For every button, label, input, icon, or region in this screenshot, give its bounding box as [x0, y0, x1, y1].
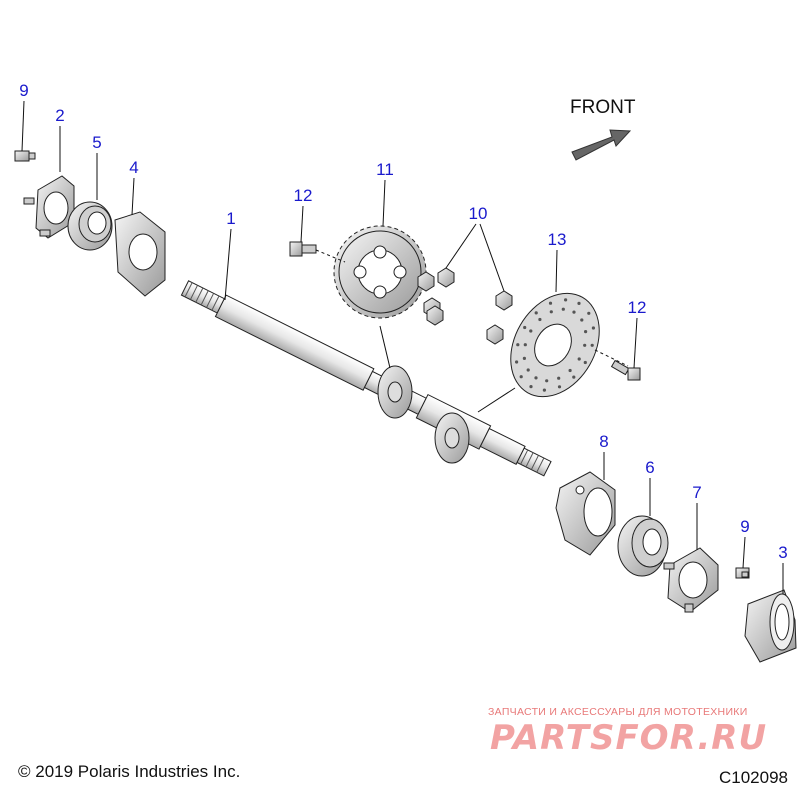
disc-hole — [522, 356, 527, 360]
callout-13: 13 — [548, 230, 567, 249]
disc-hole — [534, 311, 538, 315]
disc-hole — [583, 360, 587, 365]
callout-9-right: 9 — [740, 517, 749, 536]
disc-hole — [549, 310, 553, 314]
callout-3: 3 — [778, 543, 787, 562]
callout-1: 1 — [226, 209, 235, 228]
disc-hole — [538, 317, 542, 322]
brake-disc — [510, 292, 600, 398]
copyright-text: © 2019 Polaris Industries Inc. — [18, 762, 241, 781]
bolt-9-right — [735, 567, 750, 579]
watermark-logo: PARTSFOR.RU — [490, 718, 768, 758]
callout-4: 4 — [129, 158, 138, 177]
disc-hole — [526, 368, 530, 372]
disc-hole — [523, 325, 527, 330]
disc-hole — [557, 385, 562, 389]
callout-12-sprocket: 12 — [294, 186, 313, 205]
bearing-housing-right — [555, 471, 616, 556]
disc-hole — [580, 318, 584, 322]
disc-hole — [545, 379, 549, 383]
disc-hole — [561, 307, 565, 311]
sprocket — [333, 225, 427, 319]
disc-hole — [584, 330, 588, 334]
callout-2: 2 — [55, 106, 64, 125]
disc-hole — [523, 343, 527, 347]
front-label: FRONT — [570, 97, 636, 118]
callouts: 9 2 5 4 1 12 11 10 13 12 8 6 7 9 3 — [19, 81, 787, 562]
spacer-sleeve — [744, 589, 797, 663]
disc-hole — [516, 343, 520, 347]
bearing-right — [617, 515, 669, 577]
callout-11: 11 — [376, 160, 394, 179]
disc-hole — [572, 310, 576, 314]
leader-lines — [21, 100, 784, 594]
disc-hole — [590, 343, 594, 347]
disc-hole — [583, 343, 587, 347]
retainer-plate-left — [23, 175, 75, 239]
disc-hole — [577, 301, 581, 305]
disc-hole — [591, 326, 596, 330]
callout-10: 10 — [469, 204, 488, 223]
diagram-code: C102098 — [718, 768, 788, 787]
bearing-housing-left — [114, 211, 166, 297]
disc-hole — [587, 311, 591, 315]
disc-hole — [519, 375, 523, 379]
bearing-left — [67, 201, 113, 251]
disc-hole — [529, 385, 533, 389]
disc-hole — [564, 298, 568, 302]
disc-hole — [542, 388, 547, 392]
callout-7: 7 — [692, 483, 701, 502]
disc-hole — [534, 376, 538, 380]
disc-hole — [548, 301, 553, 305]
disc-hole — [568, 368, 572, 373]
disc-hole — [577, 357, 581, 361]
bolt-12-disc — [610, 359, 641, 381]
bolt-12-sprocket — [289, 241, 317, 257]
callout-5: 5 — [92, 133, 101, 152]
callout-6: 6 — [645, 458, 654, 477]
disc-hole — [557, 376, 561, 380]
disc-hole — [515, 360, 519, 364]
disc-hole — [572, 375, 576, 379]
front-arrow-icon: FRONT — [570, 97, 636, 161]
callout-8: 8 — [599, 432, 608, 451]
retainer-plate-right — [663, 547, 719, 613]
bolt-9-left — [14, 150, 36, 162]
callout-12-disc: 12 — [628, 298, 647, 317]
disc-hole — [529, 329, 533, 333]
watermark-tagline: ЗАПЧАСТИ И АКСЕССУАРЫ ДЛЯ МОТОТЕХНИКИ — [488, 706, 748, 718]
axle-shaft — [180, 280, 552, 477]
callout-9-left: 9 — [19, 81, 28, 100]
nut-set — [417, 267, 513, 345]
